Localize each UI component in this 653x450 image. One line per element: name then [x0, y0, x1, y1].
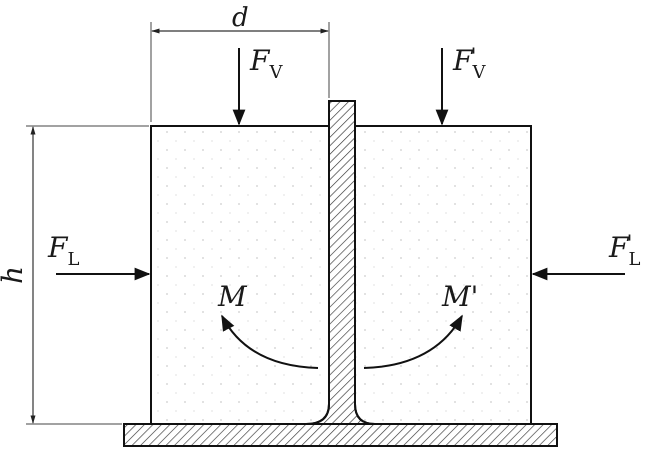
base-slab — [123, 423, 558, 447]
dim-h-label: h — [0, 266, 29, 284]
fl-label: FL — [47, 231, 79, 270]
moment-m-prime-label: M' — [441, 280, 478, 313]
fl-prime-label: F'L — [608, 231, 641, 270]
fv-prime-label: F'V — [452, 44, 487, 83]
moment-m-label: M — [217, 280, 248, 313]
moment-m-prime-arrow — [363, 314, 463, 369]
moment-m-arrow — [221, 314, 319, 369]
left-soil-block — [150, 125, 330, 425]
dim-d-label: d — [232, 3, 249, 33]
right-soil-block — [354, 125, 532, 425]
stem-fillets — [305, 403, 376, 425]
fv-label: FV — [249, 44, 283, 83]
